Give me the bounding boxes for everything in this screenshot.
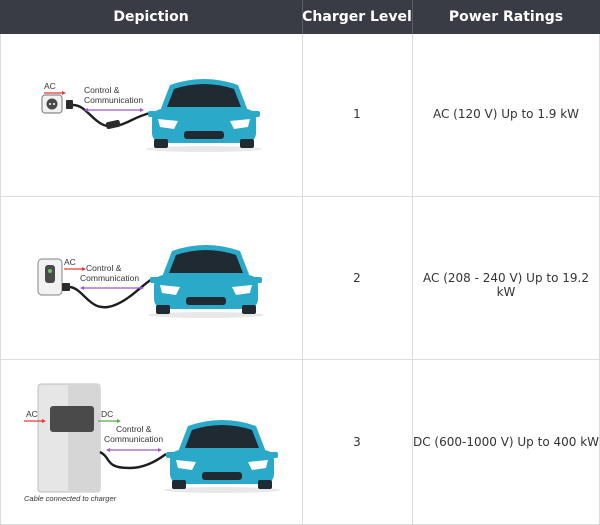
power-rating-value: AC (208 - 240 V) Up to 19.2 kW — [423, 271, 589, 299]
control-label: Control & — [86, 263, 122, 273]
dc-fast-charger-icon — [37, 383, 101, 493]
level-value: 3 — [353, 435, 361, 449]
level-value: 2 — [353, 271, 361, 285]
communication-label: Communication — [84, 95, 143, 105]
power-rating-value: DC (600-1000 V) Up to 400 kW — [412, 435, 600, 449]
communication-label: Communication — [80, 273, 139, 283]
level3-depiction: AC DC Control & Communication Cable conn… — [24, 383, 280, 503]
level-value: 1 — [353, 107, 361, 121]
header-divider — [412, 0, 413, 34]
level2-depiction: AC Control & Communication — [37, 245, 264, 318]
wall-socket-icon — [41, 94, 63, 114]
grid-line — [412, 34, 413, 525]
table-header: Depiction Charger Level Power Ratings — [0, 0, 600, 34]
row-divider — [0, 359, 600, 360]
power-rating-value: AC (120 V) Up to 1.9 kW — [432, 107, 580, 121]
grid-line — [302, 34, 303, 525]
control-label: Control & — [84, 85, 120, 95]
charging-cable — [99, 450, 167, 470]
row-divider — [0, 196, 600, 197]
header-depiction: Depiction — [113, 9, 189, 25]
electric-car-icon — [164, 420, 280, 493]
ac-label: AC — [26, 409, 38, 419]
header-charger-level: Charger Level — [302, 9, 412, 25]
plug-icon — [66, 100, 73, 109]
control-label: Control & — [116, 424, 152, 434]
wall-charger-icon — [37, 258, 63, 296]
level1-depiction: AC Control & Communication — [41, 79, 262, 152]
charging-cable — [69, 278, 153, 309]
ac-label: AC — [44, 81, 56, 91]
grid-line — [0, 34, 1, 525]
dc-label: DC — [101, 409, 113, 419]
electric-car-icon — [148, 245, 264, 318]
header-power-ratings: Power Ratings — [448, 9, 564, 25]
communication-label: Communication — [104, 434, 163, 444]
electric-car-icon — [146, 79, 262, 152]
ac-label: AC — [64, 257, 76, 267]
header-divider — [302, 0, 303, 34]
cable-caption: Cable connected to charger — [24, 494, 117, 503]
